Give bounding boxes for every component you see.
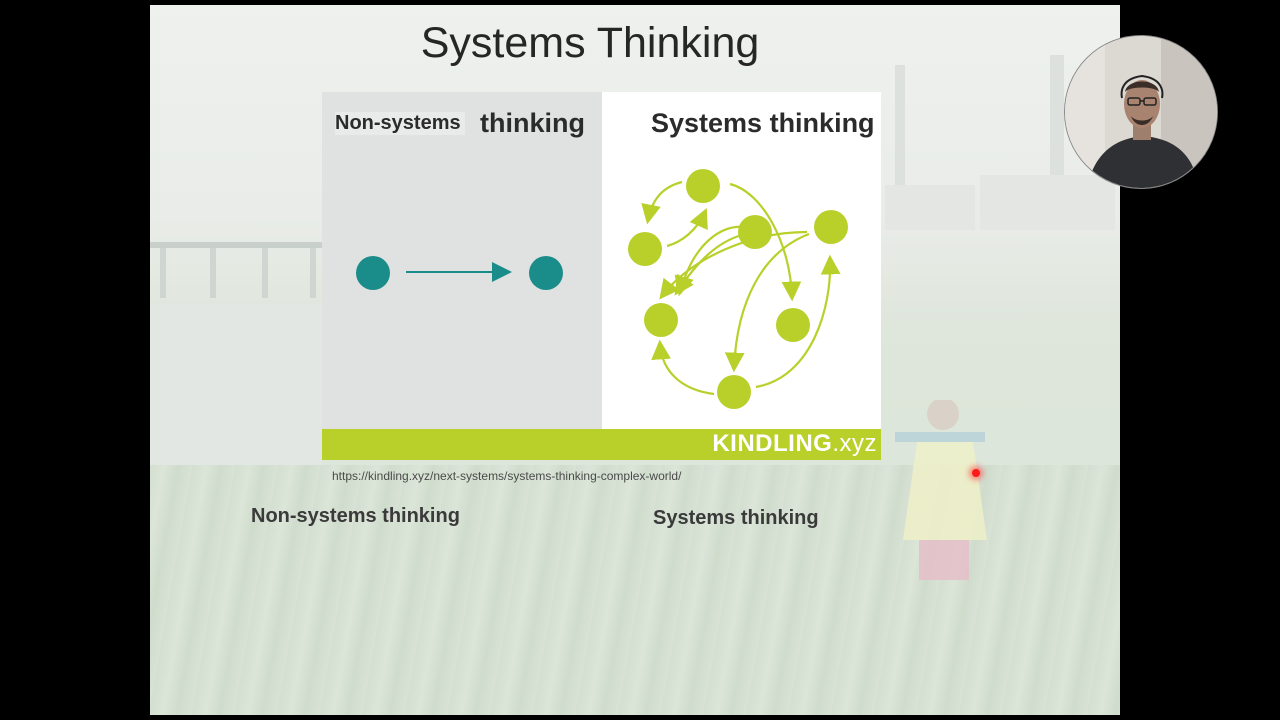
linear-node-start — [356, 256, 390, 290]
system-arrow — [674, 225, 748, 297]
background-chimney — [895, 65, 905, 225]
presenter-webcam — [1064, 35, 1218, 189]
system-node — [776, 308, 810, 342]
slide-title: Systems Thinking — [420, 19, 760, 67]
non-systems-heading-part2: thinking — [480, 108, 585, 138]
background-water — [150, 305, 322, 465]
system-arrow — [641, 180, 683, 225]
presentation-slide: Systems Thinking — [150, 5, 1120, 715]
caption-systems: Systems thinking — [653, 507, 819, 529]
background-bridge-pillar — [262, 248, 268, 298]
presenter-video-feed — [1065, 36, 1217, 188]
background-bridge — [150, 242, 322, 248]
system-node — [717, 375, 751, 409]
background-bridge-pillar — [210, 248, 216, 298]
system-arrow — [724, 232, 810, 373]
brand-main: KINDLING — [712, 430, 833, 457]
brand-logo: KINDLING.xyz — [712, 430, 877, 458]
system-node — [814, 210, 848, 244]
system-node — [686, 169, 720, 203]
non-systems-heading-part1: Non-systems — [335, 112, 465, 135]
background-bridge-pillar — [310, 248, 316, 298]
system-arrow — [651, 339, 715, 396]
figure-diagram — [356, 169, 848, 409]
background-building — [980, 175, 1115, 230]
background-bridge-pillar — [160, 248, 166, 298]
systems-heading: Systems thinking — [651, 108, 875, 138]
background-building — [885, 185, 975, 230]
brand-band: KINDLING.xyz — [322, 429, 881, 460]
system-node — [644, 303, 678, 337]
linear-node-end — [529, 256, 563, 290]
laser-pointer-dot — [972, 469, 980, 477]
system-arrow — [674, 233, 743, 296]
system-node — [738, 215, 772, 249]
system-arrow — [666, 207, 708, 248]
caption-non-systems: Non-systems thinking — [251, 505, 460, 527]
system-arrow — [729, 182, 802, 302]
source-url: https://kindling.xyz/next-systems/system… — [332, 469, 682, 483]
system-arrow — [659, 230, 808, 300]
systems-thinking-figure: Non-systems thinking Systems thinking KI… — [322, 92, 881, 460]
system-arrow — [755, 254, 841, 389]
system-node — [628, 232, 662, 266]
brand-tld: .xyz — [832, 430, 877, 457]
background-child-figure — [895, 400, 987, 580]
